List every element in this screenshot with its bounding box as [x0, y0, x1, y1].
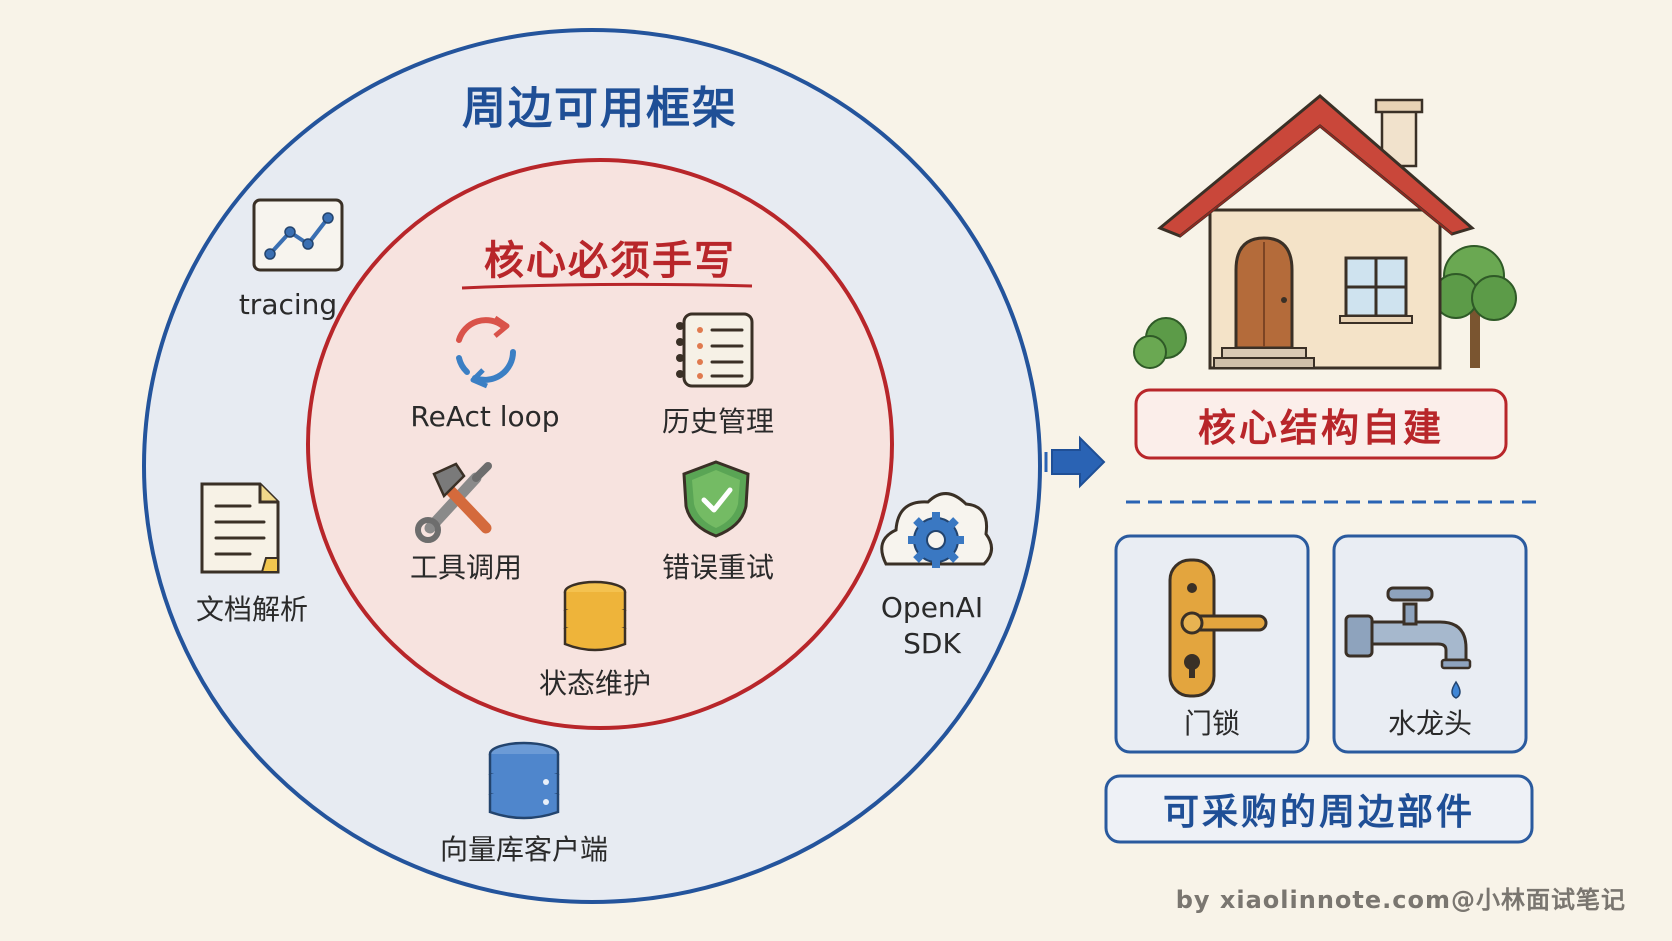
inner-title: 核心必须手写 [484, 238, 736, 284]
notebook-list-icon [676, 312, 754, 388]
framework-item-tracing: tracing [238, 288, 338, 321]
database-icon [488, 741, 560, 820]
framework-item-openai-sdk: OpenAI SDK [880, 591, 984, 660]
credit-text: by xiaolinnote.com@小林面试笔记 [1175, 886, 1626, 914]
core-item-state: 状态维护 [538, 667, 651, 700]
database-stack-icon [563, 580, 627, 652]
parts-box [1104, 774, 1534, 844]
part-label-lock: 门锁 [1183, 707, 1240, 740]
hammer-wrench-icon [415, 462, 492, 543]
right-arrow-icon [1044, 435, 1106, 489]
shield-check-icon [682, 460, 750, 538]
framework-item-doc-parse: 文档解析 [195, 593, 308, 626]
framework-item-vector-client: 向量库客户端 [439, 833, 608, 866]
core-item-tool-call: 工具调用 [409, 551, 522, 584]
parts-box-title: 可采购的周边部件 [1162, 792, 1475, 833]
core-item-retry: 错误重试 [661, 551, 774, 584]
cloud-gear-icon [880, 492, 993, 568]
inner-title-underline [461, 282, 753, 290]
inner-circle [306, 158, 894, 730]
core-item-react-loop: ReAct loop [410, 400, 560, 433]
core-box [1134, 388, 1508, 460]
cycle-arrows-icon [456, 315, 516, 389]
faucet-icon [1344, 586, 1472, 699]
house-icon [1133, 94, 1517, 370]
door-lock-icon [1168, 558, 1268, 698]
document-icon [200, 482, 280, 574]
core-box-title: 核心结构自建 [1197, 405, 1444, 450]
outer-title: 周边可用框架 [462, 83, 738, 134]
part-label-faucet: 水龙头 [1387, 707, 1472, 740]
line-chart-icon [252, 198, 344, 272]
core-item-history: 历史管理 [661, 405, 774, 438]
